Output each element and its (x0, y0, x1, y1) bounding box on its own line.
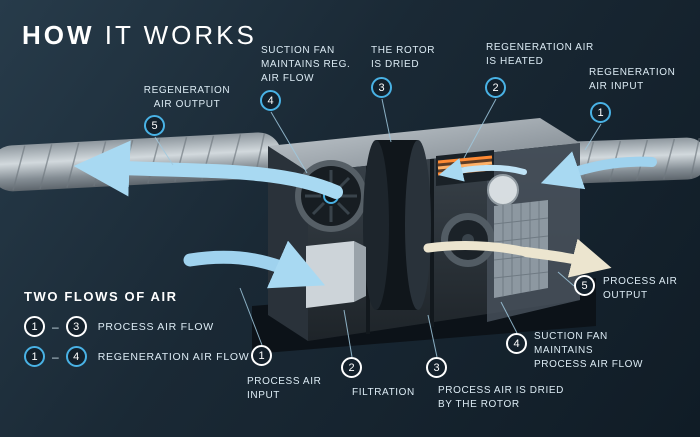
dehumidifier-unit (252, 118, 596, 354)
callout-label-process-dried: PROCESS AIR IS DRIED BY THE ROTOR (438, 385, 564, 410)
process-input-flow (183, 240, 326, 289)
callout-number-regeneration-air-output: 5 (144, 115, 165, 136)
air-flows (73, 140, 657, 289)
callout-number-process-dried: 3 (426, 357, 447, 378)
callout-label-regeneration-air-output: REGENERATION AIR OUTPUT (143, 85, 231, 110)
leader-lines (154, 98, 602, 358)
page-title: HOW IT WORKS (22, 20, 257, 51)
machine-top-face (268, 118, 580, 172)
callout-label-process-air-output: PROCESS AIR OUTPUT (603, 276, 678, 301)
regen-inlet-opening (487, 174, 519, 206)
process-output-flow (521, 238, 612, 278)
callout-label-filtration: FILTRATION (352, 387, 415, 398)
process-inlet-box (306, 241, 366, 308)
legend-label-regen: REGENERATION AIR FLOW (97, 350, 250, 363)
legend-number-process-to: 3 (65, 316, 87, 337)
legend-number-regen-from: 1 (24, 346, 45, 367)
process-fan (441, 213, 495, 267)
legend-title: TWO FLOWS OF AIR (24, 289, 178, 304)
legend-row-process: 1 – 3 PROCESS AIR FLOW (24, 316, 214, 337)
callout-label-suction-fan-process: SUCTION FAN MAINTAINS PROCESS AIR FLOW (534, 331, 644, 370)
callout-number-regen-air-input: 1 (590, 102, 611, 123)
callout-label-suction-fan-regen: SUCTION FAN MAINTAINS REG. AIR FLOW (261, 45, 351, 84)
regen-input-flow (540, 151, 657, 190)
regen-through-rotor-flow (438, 158, 527, 182)
title-bold: HOW (22, 20, 95, 50)
callout-label-rotor-dried: THE ROTOR IS DRIED (371, 45, 436, 70)
title-rest: IT WORKS (104, 20, 257, 50)
legend-number-process-from: 1 (24, 316, 45, 337)
callout-number-suction-fan-regen: 4 (260, 90, 281, 111)
regen-output-flow (73, 140, 343, 199)
legend-row-regeneration: 1 – 4 REGENERATION AIR FLOW (24, 346, 249, 367)
callout-number-filtration: 2 (341, 357, 362, 378)
callout-number-process-air-input: 1 (251, 345, 272, 366)
legend-dash-regen: – (52, 349, 59, 364)
callout-number-rotor-dried: 3 (371, 77, 392, 98)
legend-label-process: PROCESS AIR FLOW (97, 320, 214, 333)
callout-number-suction-fan-process: 4 (506, 333, 527, 354)
callout-number-regen-air-heated: 2 (485, 77, 506, 98)
callout-number-process-air-output: 5 (574, 275, 595, 296)
callout-label-regen-air-input: REGENERATION AIR INPUT (589, 67, 676, 92)
rotor (363, 140, 431, 310)
callout-label-process-air-input: PROCESS AIR INPUT (247, 376, 322, 401)
legend-dash-process: – (52, 319, 59, 334)
callout-label-regen-air-heated: REGENERATION AIR IS HEATED (486, 42, 594, 67)
process-output-flow-inner (423, 241, 531, 257)
legend-number-regen-to: 4 (65, 346, 87, 367)
